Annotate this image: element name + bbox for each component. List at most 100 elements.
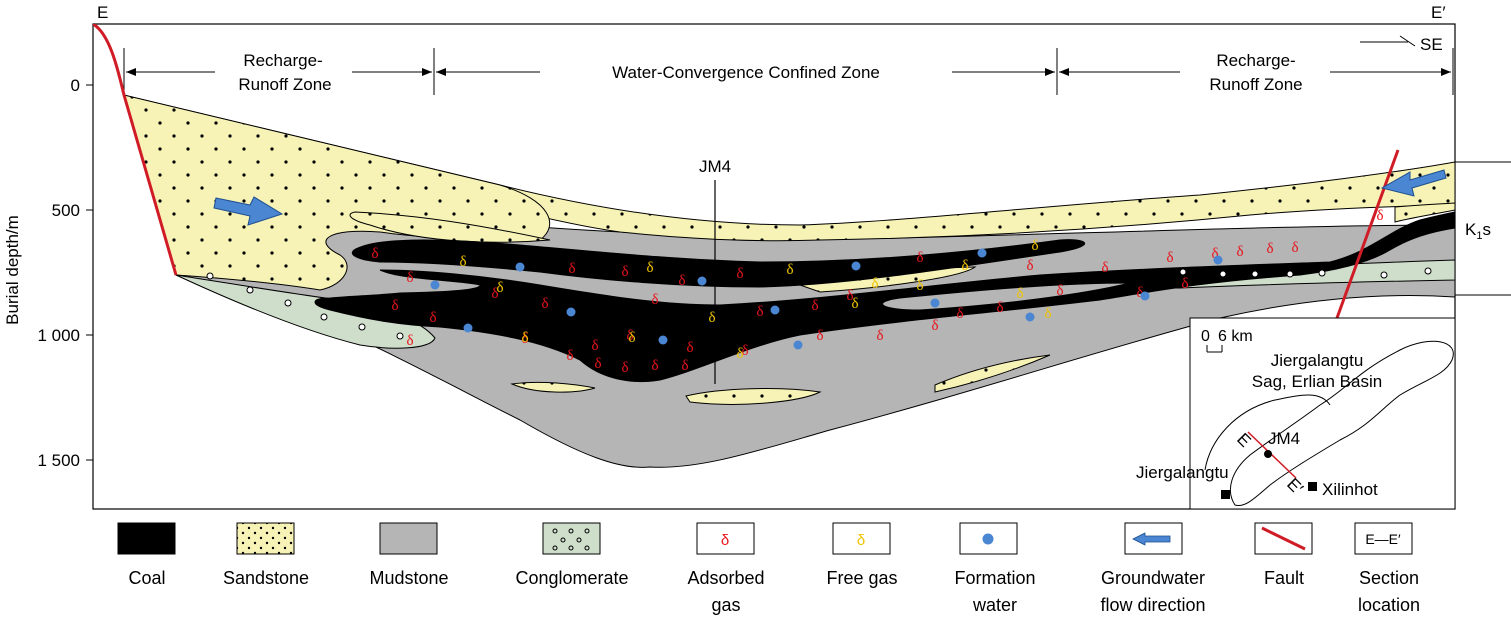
- adsorbed-gas-symbol: δ: [651, 292, 658, 308]
- groundwater-flow-arrow-right: [1380, 169, 1447, 197]
- adsorbed-gas-symbol: δ: [996, 300, 1003, 316]
- inset-town2-marker: [1308, 482, 1317, 491]
- adsorbed-gas-symbol: δ: [1166, 250, 1173, 266]
- conglomerate-clast: [1318, 269, 1326, 277]
- legend-swatch-free-gas: δ: [832, 522, 891, 555]
- formation-label: K1s: [1465, 220, 1491, 242]
- adsorbed-gas-symbol: δ: [406, 333, 413, 349]
- formation-water-symbol: [1213, 255, 1223, 265]
- section-end-label: E′: [1431, 3, 1446, 22]
- legend-label-coal: Coal: [128, 568, 165, 588]
- sandstone-upper: [123, 94, 1455, 242]
- svg-text:δ: δ: [857, 532, 865, 549]
- svg-text:δ: δ: [721, 532, 729, 549]
- adsorbed-gas-symbol: δ: [931, 318, 938, 334]
- adsorbed-gas-symbol: δ: [736, 266, 743, 282]
- legend-label-mudstone: Mudstone: [369, 568, 448, 588]
- legend-swatch-groundwater-flow: [1124, 522, 1183, 555]
- adsorbed-gas-symbol: δ: [686, 340, 693, 356]
- adsorbed-gas-symbol: δ: [391, 298, 398, 314]
- inset-title-line2: Sag, Erlian Basin: [1252, 372, 1382, 391]
- free-gas-symbol: δ: [708, 310, 715, 326]
- free-gas-symbol: δ: [916, 278, 923, 294]
- adsorbed-gas-symbol: δ: [1056, 283, 1063, 299]
- y-tick-500: 500: [52, 201, 80, 220]
- formation-water-symbol: [1140, 291, 1150, 301]
- adsorbed-gas-symbol: δ: [566, 348, 573, 364]
- zone-middle-label: Water-Convergence Confined Zone: [612, 63, 880, 82]
- zone-right-label-2: Runoff Zone: [1209, 75, 1302, 94]
- legend-swatch-adsorbed-gas: δ: [696, 522, 755, 555]
- sag-outline: [1230, 340, 1454, 507]
- legend-label-conglomerate: Conglomerate: [515, 568, 628, 588]
- adsorbed-gas-symbol: δ: [1026, 258, 1033, 274]
- formation-water-symbol: [658, 335, 668, 345]
- legend: δ δ E—E′ Coal Sandstone Mudstone Conglom…: [117, 522, 1420, 615]
- free-gas-symbol: δ: [1016, 286, 1023, 302]
- formation-water-symbol: [851, 261, 861, 271]
- sandstone-lens-1: [349, 211, 551, 243]
- formation-water-symbol: [463, 323, 473, 333]
- legend-swatch-coal: [117, 522, 176, 555]
- adsorbed-gas-symbol: δ: [816, 328, 823, 344]
- legend-swatch-fault: [1254, 522, 1313, 555]
- conglomerate-clast: [1179, 268, 1187, 276]
- formation-water-symbol: [697, 276, 707, 286]
- adsorbed-gas-symbol: δ: [846, 288, 853, 304]
- zone-left-label-1: Recharge-: [243, 51, 322, 70]
- legend-swatch-conglomerate: [542, 522, 601, 555]
- legend-label-water-1: Formation: [954, 568, 1035, 588]
- adsorbed-gas-symbol: δ: [621, 264, 628, 280]
- adsorbed-gas-symbol: δ: [956, 306, 963, 322]
- free-gas-symbol: δ: [496, 280, 503, 296]
- adsorbed-gas-symbol: δ: [626, 328, 633, 344]
- adsorbed-gas-symbol: δ: [594, 356, 601, 372]
- sandstone-right-wedge: [1394, 202, 1455, 223]
- adsorbed-gas-symbol: δ: [406, 270, 413, 286]
- adsorbed-gas-symbol: δ: [621, 360, 628, 376]
- adsorbed-gas-symbol: δ: [1211, 246, 1218, 262]
- scale-zero: 0: [1201, 328, 1210, 345]
- scale-value: 6 km: [1218, 328, 1253, 345]
- direction-label: SE: [1420, 35, 1443, 54]
- inset-well-marker: [1264, 450, 1272, 458]
- adsorbed-gas-symbol: δ: [568, 261, 575, 277]
- section-start-label: E: [97, 3, 108, 22]
- sandstone-lens-5: [934, 354, 1051, 393]
- free-gas-symbol: δ: [646, 260, 653, 276]
- conglomerate-clast: [1219, 270, 1227, 278]
- well-jm4-label: JM4: [699, 157, 731, 176]
- adsorbed-gas-symbol: δ: [876, 328, 883, 344]
- y-tick-0: 0: [71, 76, 80, 95]
- conglomerate-clast: [1380, 271, 1388, 279]
- free-gas-symbol: δ: [851, 296, 858, 312]
- legend-label-section-2: location: [1358, 595, 1420, 615]
- adsorbed-gas-symbol: δ: [678, 273, 685, 289]
- free-gas-symbol: δ: [1031, 238, 1038, 254]
- svg-text:E—E′: E—E′: [1365, 531, 1401, 547]
- formation-water-symbol: [977, 248, 987, 258]
- adsorbed-gas-symbol: δ: [1136, 285, 1143, 301]
- direction-indicator: SE: [1360, 35, 1443, 54]
- location-inset-map: 0 6 km Jiergalangtu Sag, Erlian Basin JM…: [1136, 317, 1456, 510]
- inset-title-line1: Jiergalangtu: [1271, 351, 1364, 370]
- mudstone-parting: [882, 282, 1131, 311]
- adsorbed-gas-symbol: δ: [811, 298, 818, 314]
- formation-water-symbol: [515, 262, 525, 272]
- legend-label-flow-1: Groundwater: [1101, 568, 1205, 588]
- inset-well-label: JM4: [1268, 429, 1300, 448]
- free-gas-symbol: δ: [871, 276, 878, 292]
- legend-swatch-sandstone: [236, 522, 295, 555]
- y-tick-1000: 1 000: [37, 326, 80, 345]
- free-gas-symbol: δ: [1044, 306, 1051, 322]
- y-axis: 0 500 1 000 1 500 Burial depth/m: [3, 76, 93, 470]
- free-gas-symbol: δ: [521, 330, 528, 346]
- formation-water-symbol: [430, 280, 440, 290]
- y-tick-1500: 1 500: [37, 451, 80, 470]
- adsorbed-gas-symbol: δ: [491, 286, 498, 302]
- sandstone-lens-3: [510, 381, 596, 393]
- adsorbed-gas-symbol: δ: [1291, 240, 1298, 256]
- formation-water-symbol: [566, 307, 576, 317]
